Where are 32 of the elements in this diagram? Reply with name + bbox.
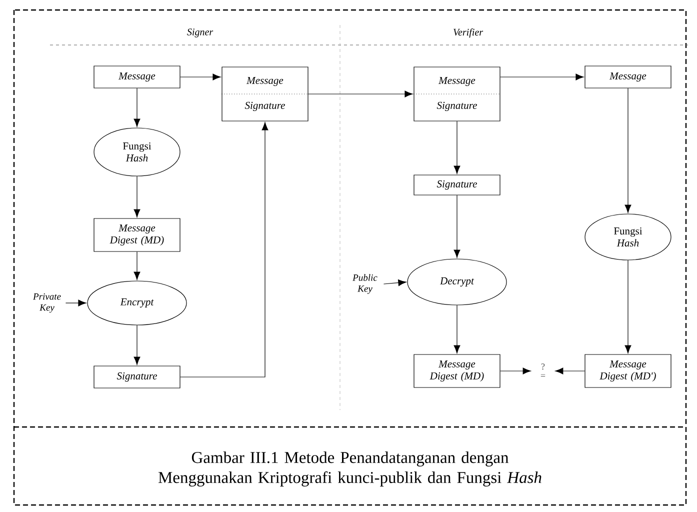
arrow	[454, 305, 460, 354]
lane-label: Verifier	[454, 28, 484, 38]
split-box: Message Signature	[221, 66, 309, 122]
lane-label: Signer	[187, 28, 214, 38]
process-box: Signature	[414, 174, 500, 196]
process-box: Signature	[94, 366, 180, 388]
arrow	[180, 122, 268, 378]
arrow	[308, 90, 413, 98]
arrow	[65, 300, 86, 306]
arrow	[454, 121, 460, 174]
process-box: Message Digest (MD')	[584, 354, 672, 388]
arrow	[454, 195, 460, 258]
process-box: Message Digest (MD)	[414, 354, 500, 388]
arrow	[180, 74, 221, 80]
arrow	[383, 279, 406, 286]
split-box: Message Signature	[413, 66, 501, 122]
comparison-symbol: ? =	[540, 364, 546, 377]
key-label: Private Key	[32, 293, 61, 313]
arrow	[624, 88, 632, 213]
arrow	[555, 368, 585, 374]
arrow	[134, 325, 140, 365]
key-label: Public Key	[352, 274, 378, 294]
process-box: Message Digest (MD)	[94, 218, 180, 252]
arrow	[134, 252, 140, 280]
caption-text: Gambar III.1 Metode Penandatanganan dengan Menggunakan Kriptografi kunci-publik dan Fungsi Hash	[158, 451, 542, 486]
arrow	[500, 368, 531, 374]
arrow	[500, 74, 584, 80]
arrow	[134, 176, 140, 218]
arrow	[624, 260, 632, 354]
process-box: Message	[584, 66, 672, 88]
arrow	[134, 88, 140, 127]
process-box: Message	[94, 66, 180, 88]
